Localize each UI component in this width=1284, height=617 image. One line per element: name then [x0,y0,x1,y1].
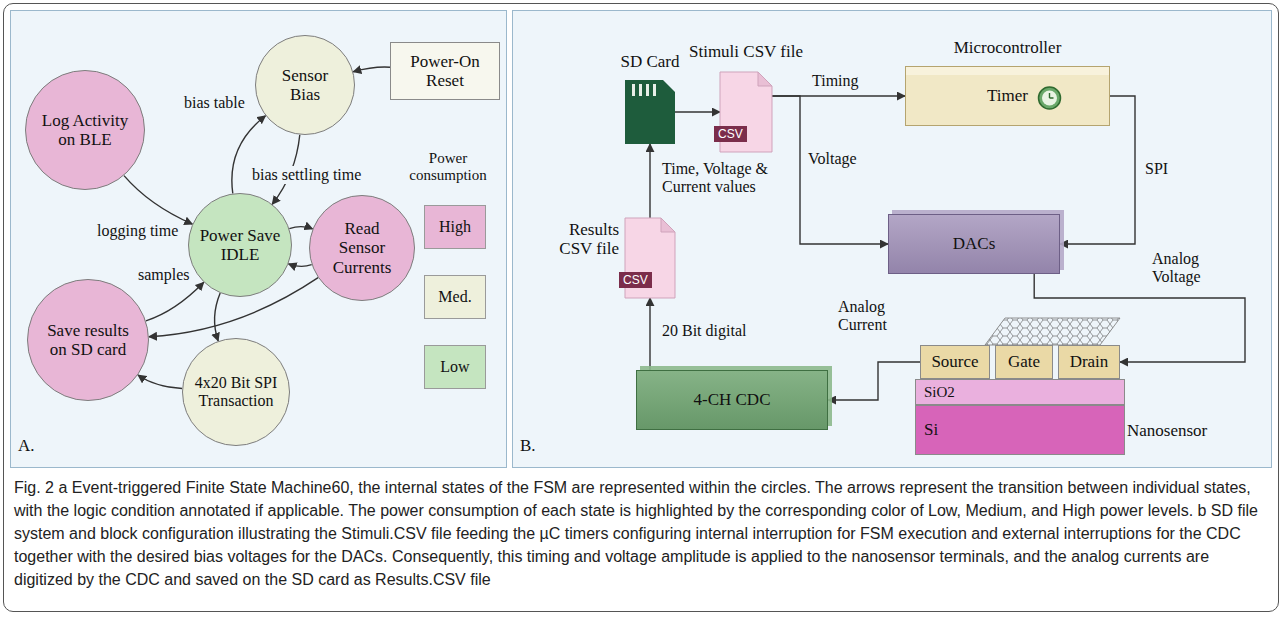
edge-label: Analog Voltage [1150,250,1250,286]
dac-box: DACs [888,214,1060,274]
node-label: Read Sensor Currents [321,219,404,276]
legend-swatch: High [424,205,486,249]
nanosensor: Nanosensor Source Gate DrainSiO2Si [915,315,1215,460]
node-label: 4-CH CDC [694,390,771,409]
node-label: Power Save IDLE [200,226,281,264]
edge-label: Time, Voltage & Current values [660,160,792,196]
node-label: Source [931,352,978,371]
csv-file-icon: Results CSV fileCSV [625,218,675,298]
edge-label: 20 Bit digital [660,322,748,340]
electrode: Source [920,345,990,379]
node-label: Stimuli CSV file [676,42,816,61]
node-label: Drain [1070,352,1109,371]
edge-label: bias table [182,94,247,112]
cdc-box: 4-CH CDC [636,370,828,430]
node-label: Save results on SD card [41,321,136,359]
edge-label: Voltage [806,150,859,168]
state-circle: Power Save IDLE [188,193,292,297]
figure-caption: Fig. 2 a Event-triggered Finite State Ma… [14,476,1270,591]
legend-swatch: Low [424,345,486,389]
panel-letter: B. [520,436,536,456]
silicon-substrate: Si [915,405,1125,455]
shape-outline [625,80,675,144]
edge-label: bias settling time [250,166,363,184]
legend-title: Power consumption [392,150,504,185]
node-label: 4x20 Bit SPI Transaction [194,374,278,410]
node-label: Sensor Bias [266,66,344,104]
sd-card-icon: SD Card [625,80,675,144]
graphene-sheet [985,318,1120,345]
csv-file-icon: Stimuli CSV fileCSV [720,72,772,152]
legend-text: Low [440,358,469,376]
connector [124,176,192,225]
connector [353,67,390,72]
panel-letter: A. [18,436,35,456]
node-label: Power-On Reset [391,52,499,90]
state-circle: Save results on SD card [27,279,149,401]
state-circle: Read Sensor Currents [309,195,415,301]
connector [675,111,720,112]
microcontroller-box: MicrocontrollerTimer [905,66,1110,126]
node-label: Microcontroller [905,38,1110,57]
node-label: Si [924,420,938,439]
connector [649,298,650,370]
state-circle: 4x20 Bit SPI Transaction [182,338,290,446]
connector [828,362,920,400]
legend-text: Med. [438,288,471,306]
node-label: SiO2 [924,384,955,401]
electrode: Gate [995,345,1053,379]
connector [138,375,182,389]
connector [146,282,204,321]
file-badge: CSV [619,272,652,288]
edge-label: SPI [1143,160,1170,178]
node-label: Timer [987,86,1028,105]
node-label: Gate [1008,352,1040,371]
reset-box: Power-On Reset [390,42,500,100]
node-label: DACs [953,234,996,253]
state-circle: Sensor Bias [255,35,355,135]
connector [215,293,221,341]
connector [649,144,650,218]
node-label: Results CSV file [543,220,619,258]
node-label: Nanosensor [1127,421,1207,440]
file-badge: CSV [714,126,747,142]
legend-swatch: Med. [424,275,486,319]
node-label: Log Activity on BLE [38,111,132,149]
edge-label: samples [136,266,192,284]
state-circle: Log Activity on BLE [25,70,145,190]
connector [289,227,312,229]
edge-label: logging time [95,222,180,240]
legend-text: High [439,218,471,236]
electrode: Drain [1058,345,1120,379]
oxide-layer: SiO2 [915,379,1125,405]
node-label: SD Card [605,52,695,71]
connector [289,264,312,267]
edge-label: Timing [810,72,861,90]
edge-label: Analog Current [836,298,920,334]
